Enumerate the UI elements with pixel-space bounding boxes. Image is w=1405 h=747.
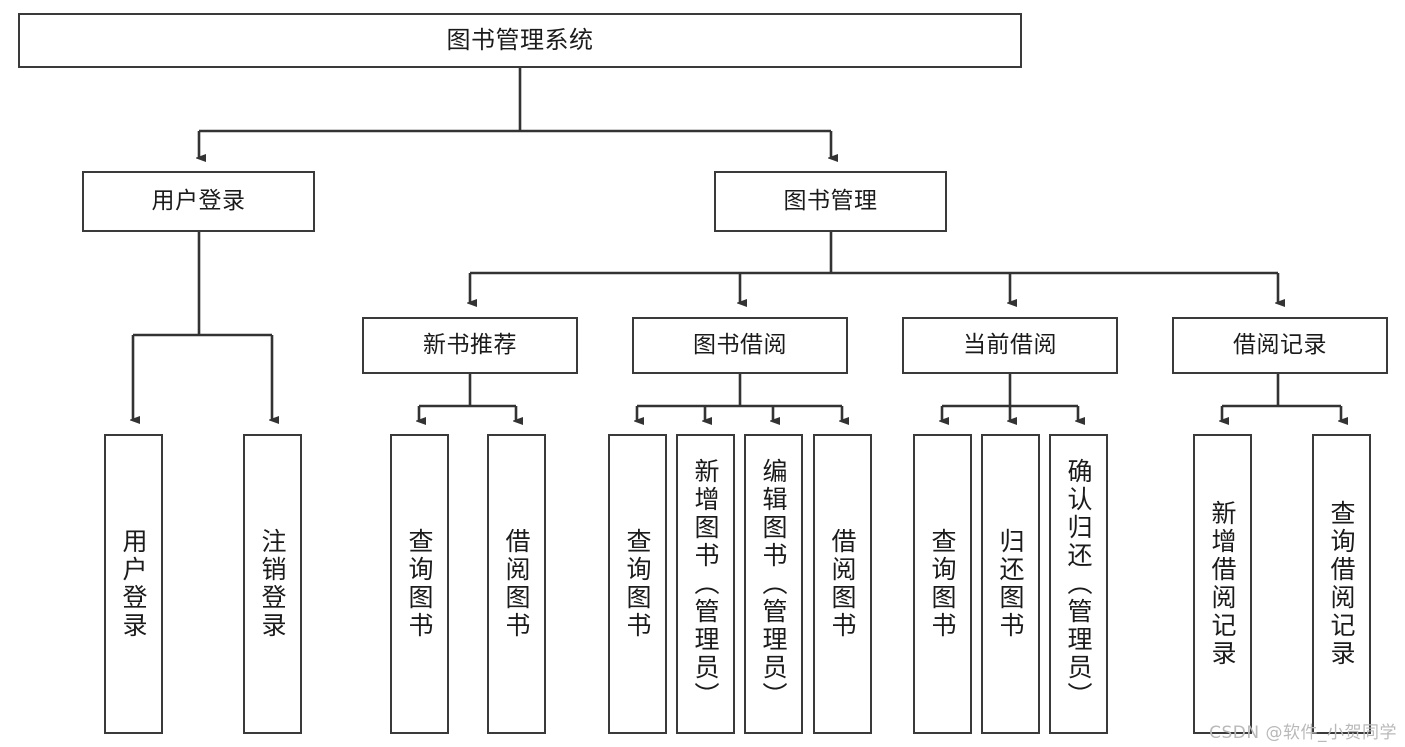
node-label: 查询借阅记录 [1327,500,1356,668]
leaf-query-book-recommend[interactable]: 查询图书 [390,434,449,734]
node-label: 新增借阅记录 [1208,500,1237,668]
node-label: 新增图书（管理员） [691,458,720,710]
node-label: 新书推荐 [423,331,517,358]
node-label: 编辑图书（管理员） [759,458,788,710]
node-label: 查询图书 [623,528,652,640]
node-root-system[interactable]: 图书管理系统 [18,13,1022,68]
node-label: 借阅记录 [1233,331,1327,358]
node-book-borrow[interactable]: 图书借阅 [632,317,848,374]
leaf-user-login[interactable]: 用户登录 [104,434,163,734]
node-label: 确认归还（管理员） [1064,458,1093,710]
watermark-text: CSDN @软件_小贺同学 [1209,723,1397,743]
node-label: 查询图书 [405,528,434,640]
leaf-add-borrow-record[interactable]: 新增借阅记录 [1193,434,1252,734]
node-label: 注销登录 [258,528,287,640]
node-label: 用户登录 [151,187,246,214]
leaf-query-book-borrow[interactable]: 查询图书 [608,434,667,734]
leaf-confirm-return-admin[interactable]: 确认归还（管理员） [1049,434,1108,734]
node-label: 当前借阅 [963,331,1057,358]
node-label: 图书管理 [783,187,878,214]
node-current-borrow[interactable]: 当前借阅 [902,317,1118,374]
node-label: 查询图书 [928,528,957,640]
node-user-login[interactable]: 用户登录 [82,171,315,232]
leaf-add-book-admin[interactable]: 新增图书（管理员） [676,434,735,734]
node-label: 用户登录 [119,528,148,640]
node-label: 借阅图书 [828,528,857,640]
node-label: 图书管理系统 [446,26,594,55]
node-label: 归还图书 [996,528,1025,640]
node-label: 图书借阅 [693,331,787,358]
node-book-management[interactable]: 图书管理 [714,171,947,232]
node-label: 借阅图书 [502,528,531,640]
leaf-query-borrow-record[interactable]: 查询借阅记录 [1312,434,1371,734]
leaf-edit-book-admin[interactable]: 编辑图书（管理员） [744,434,803,734]
leaf-borrow-book[interactable]: 借阅图书 [813,434,872,734]
node-borrow-record[interactable]: 借阅记录 [1172,317,1388,374]
node-new-book-recommend[interactable]: 新书推荐 [362,317,578,374]
leaf-return-book[interactable]: 归还图书 [981,434,1040,734]
leaf-user-logout[interactable]: 注销登录 [243,434,302,734]
leaf-query-book-current[interactable]: 查询图书 [913,434,972,734]
leaf-borrow-book-recommend[interactable]: 借阅图书 [487,434,546,734]
